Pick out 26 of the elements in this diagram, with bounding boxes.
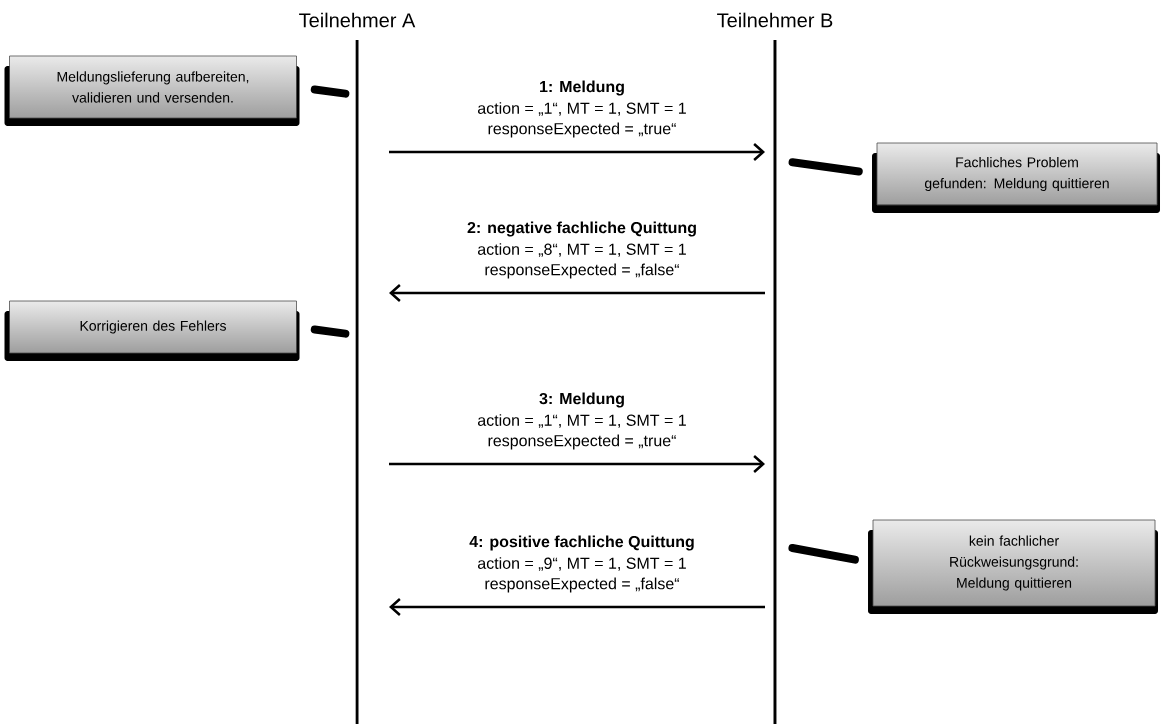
arrow [389,455,765,473]
parameter-text: responseExpected = „true“ [488,122,676,138]
edge-label: 2: negative fachliche Quittung [467,221,696,237]
parameter-text: responseExpected = „true“ [488,434,676,450]
parameter-text: responseExpected = „false“ [485,577,679,593]
parameter-text: action = „1“, MT = 1, SMT = 1 [478,414,686,428]
note-box: Fachliches Problem gefunden: Meldung quittieren [872,142,1160,213]
leader-line [310,325,350,338]
leader-line [788,543,859,564]
note-box: Meldungslieferung aufbereiten, validieren und versenden. [4,55,300,126]
note-box: Korrigieren des Fehlers [4,300,300,361]
parameter-text: action = „9“, MT = 1, SMT = 1 [478,557,686,571]
note-box: kein fachlicher Rückweisungsgrund: Meldung quittieren [868,519,1158,614]
parameter-text: responseExpected = „false“ [485,263,679,279]
arrow [389,143,765,161]
edge-label: 1: Meldung [540,80,624,96]
parameter-text: action = „8“, MT = 1, SMT = 1 [478,243,686,257]
leader-line [310,85,350,98]
participant-label: Teilnehmer A [299,12,416,28]
parameter-text: action = „1“, MT = 1, SMT = 1 [478,102,686,116]
edge-label: 4: positive fachliche Quittung [469,535,694,551]
participant-label: Teilnehmer B [717,12,833,28]
edge-label: 3: Meldung [539,392,624,408]
arrow [389,598,765,616]
leader-line [788,158,863,176]
arrow [389,284,765,302]
